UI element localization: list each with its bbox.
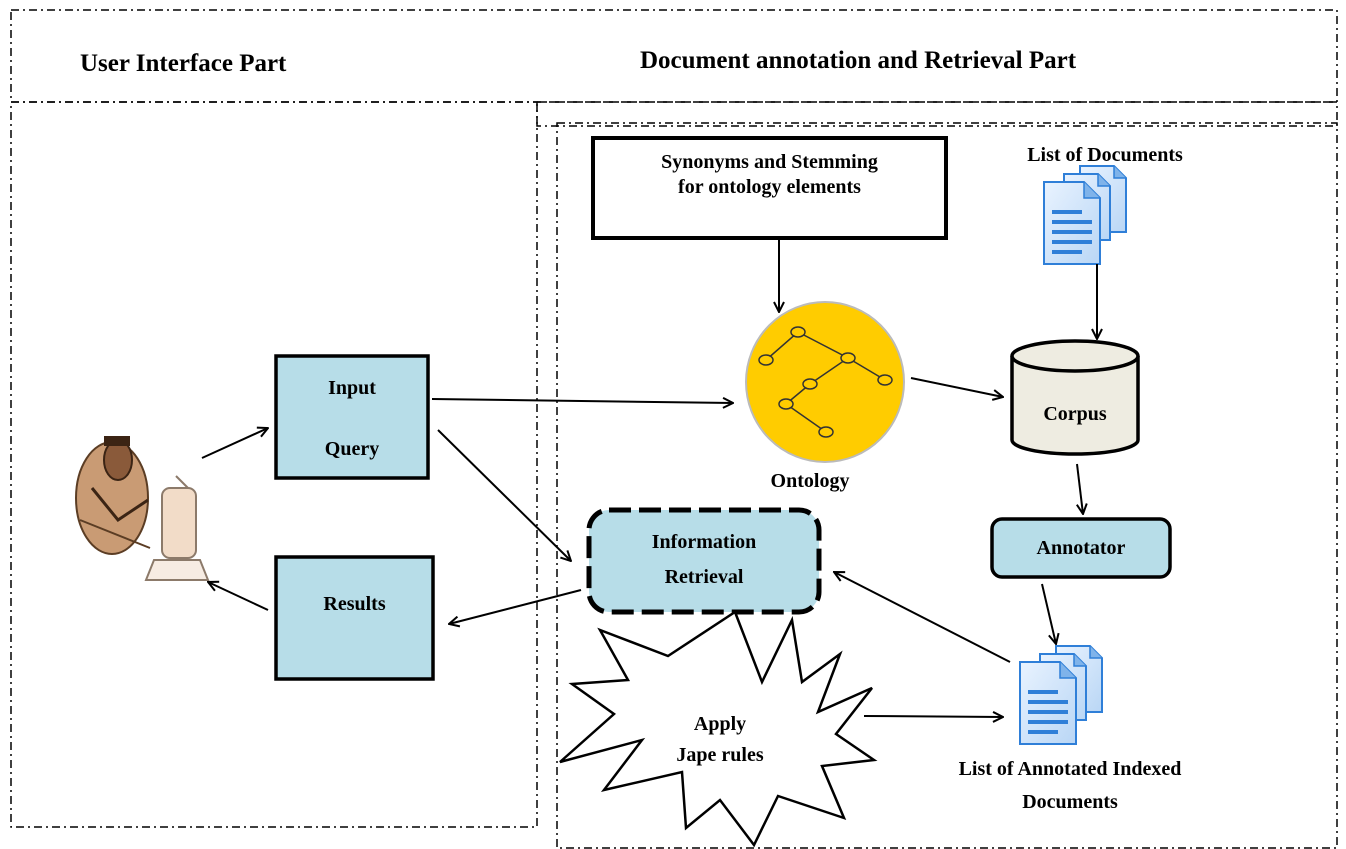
database-cylinder-icon: [1010, 339, 1140, 456]
annotated-documents-label-line2: Documents: [1022, 791, 1118, 813]
arrow-corpus-to-annotator: [1076, 463, 1083, 514]
arrow-input-to-ontology: [431, 399, 733, 403]
input-label-line1: Input: [328, 377, 376, 399]
arrow-jape-to-annotated: [863, 716, 1003, 717]
input-query-box: [274, 354, 430, 480]
document-annotation-header: Document annotation and Retrieval Part: [640, 47, 1077, 74]
annotated-documents-label-line1: List of Annotated Indexed: [958, 758, 1182, 780]
apply-label-line1: Apply: [693, 713, 747, 735]
list-of-documents-label: List of Documents: [1027, 144, 1183, 166]
arrow-user-to-input: [201, 428, 268, 459]
arrow-results-to-user: [208, 582, 269, 611]
document-stack-icon: [1044, 166, 1126, 264]
results-label: Results: [323, 593, 386, 615]
results-box: [274, 555, 435, 681]
apply-label-line2: Jape rules: [676, 744, 764, 766]
synonyms-label: Synonyms and Stemming for ontology eleme…: [661, 151, 878, 198]
document-annotation-inner-region: [556, 122, 1338, 849]
arrow-annotated-to-retrieval: [834, 572, 1011, 663]
arrow-retrieval-to-results: [449, 589, 582, 624]
user-at-computer-icon: [75, 436, 210, 581]
information-retrieval-label-line1: Information: [651, 531, 757, 553]
ontology-graph-icon: [745, 301, 905, 463]
arrow-ontology-to-corpus: [910, 377, 1003, 397]
corpus-label: Corpus: [1043, 403, 1107, 425]
information-retrieval-box: [586, 507, 822, 615]
annotator-box: [990, 517, 1172, 579]
user-interface-region: [10, 101, 538, 828]
annotated-document-stack-icon: [1020, 646, 1102, 744]
arrow-input-to-retrieval: [437, 429, 571, 561]
arrow-annotator-to-annotated: [1041, 583, 1056, 644]
input-label-line2: Query: [324, 438, 380, 460]
ontology-label: Ontology: [770, 470, 850, 492]
outer-frame: [10, 9, 1338, 103]
apply-jape-rules-starburst: [559, 610, 878, 848]
information-retrieval-label-line2: Retrieval: [664, 566, 744, 588]
document-annotation-region: [536, 101, 1338, 127]
annotator-label: Annotator: [1036, 537, 1126, 559]
synonyms-box: [591, 136, 948, 240]
user-interface-header: User Interface Part: [80, 50, 287, 77]
